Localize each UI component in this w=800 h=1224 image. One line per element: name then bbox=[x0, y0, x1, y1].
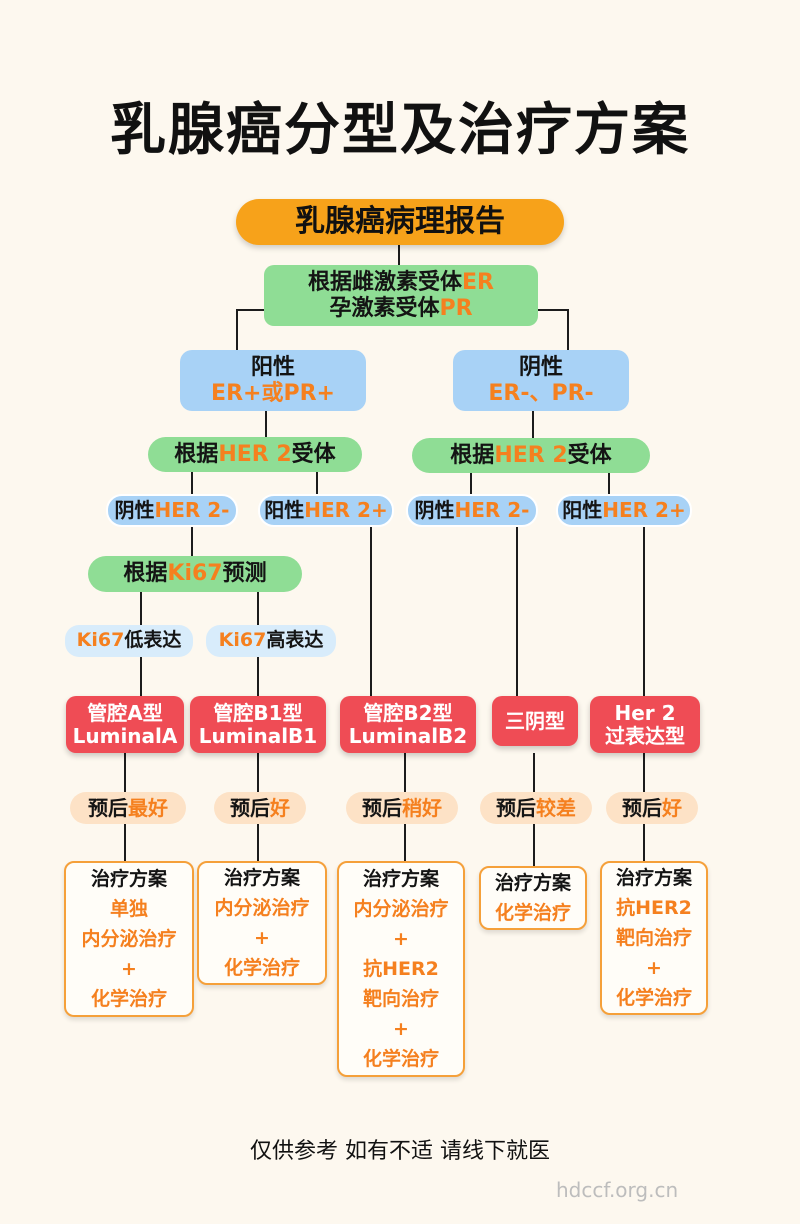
treatment-box-2: 治疗方案 内分泌治疗 + 化学治疗 bbox=[197, 861, 327, 985]
ki67-check-node: 根据Ki67预测 bbox=[88, 556, 302, 592]
treatment-line: + bbox=[393, 928, 409, 950]
her2-negative-node-2: 阴性HER 2- bbox=[406, 494, 538, 527]
her2-negative-label-2: 阴性HER 2- bbox=[414, 498, 530, 522]
type-luminal-b1-line-1: 管腔B1型 bbox=[213, 700, 303, 725]
hr-negative-detail: ER-、PR- bbox=[488, 380, 594, 406]
hr-positive-node: 阳性 ER+或PR+ bbox=[180, 350, 366, 411]
treatment-line: 单独 bbox=[109, 898, 148, 920]
treatment-header-4: 治疗方案 bbox=[494, 872, 571, 894]
ki67-low-node: Ki67低表达 bbox=[65, 625, 193, 657]
type-luminal-a-node: 管腔A型 LuminalA bbox=[66, 696, 184, 753]
disclaimer-text: 仅供参考 如有不适 请线下就医 bbox=[250, 1139, 550, 1164]
her2-negative-label-1: 阴性HER 2- bbox=[114, 498, 230, 522]
treatment-header-5: 治疗方案 bbox=[615, 867, 692, 889]
treatment-header-1: 治疗方案 bbox=[90, 868, 167, 890]
her2-check-right-node: 根据HER 2受体 bbox=[412, 438, 650, 473]
type-her2-line-1: Her 2 bbox=[614, 700, 676, 725]
receptor-criteria-node: 根据雌激素受体ER 孕激素受体PR bbox=[264, 265, 538, 326]
hr-positive-label: 阳性 bbox=[250, 355, 295, 381]
type-triple-negative-label: 三阴型 bbox=[505, 708, 565, 733]
type-luminal-a-line-2: LuminalA bbox=[72, 723, 178, 748]
type-luminal-a-line-1: 管腔A型 bbox=[87, 700, 163, 725]
criteria-line-1: 根据雌激素受体ER bbox=[308, 270, 494, 296]
treatment-line: 内分泌治疗 bbox=[214, 897, 310, 919]
pathology-report-node: 乳腺癌病理报告 bbox=[236, 199, 564, 245]
ki67-low-label: Ki67低表达 bbox=[76, 629, 182, 652]
prognosis-label-3: 预后稍好 bbox=[362, 795, 442, 820]
treatment-line: 靶向治疗 bbox=[615, 927, 692, 949]
prognosis-node-2: 预后好 bbox=[214, 792, 306, 824]
treatment-line: 化学治疗 bbox=[223, 957, 300, 979]
her2-positive-label-2: 阳性HER 2+ bbox=[562, 498, 686, 522]
hr-positive-detail: ER+或PR+ bbox=[211, 380, 335, 406]
treatment-line: 内分泌治疗 bbox=[81, 928, 177, 950]
treatment-line: 抗HER2 bbox=[616, 897, 692, 919]
ki67-check-label: 根据Ki67预测 bbox=[123, 561, 267, 587]
watermark: hdccf.org.cn bbox=[556, 1178, 679, 1202]
type-luminal-b2-node: 管腔B2型 LuminalB2 bbox=[340, 696, 476, 753]
type-triple-negative-node: 三阴型 bbox=[492, 696, 578, 746]
treatment-header-3: 治疗方案 bbox=[362, 868, 439, 890]
her2-positive-node-2: 阳性HER 2+ bbox=[556, 494, 692, 527]
treatment-line: + bbox=[254, 927, 270, 949]
treatment-line: + bbox=[121, 958, 137, 980]
hr-negative-label: 阴性 bbox=[518, 355, 563, 381]
treatment-header-2: 治疗方案 bbox=[223, 867, 300, 889]
her2-positive-node-1: 阳性HER 2+ bbox=[258, 494, 394, 527]
treatment-line: 化学治疗 bbox=[362, 1048, 439, 1070]
type-her2-node: Her 2 过表达型 bbox=[590, 696, 700, 753]
treatment-box-5: 治疗方案 抗HER2 靶向治疗 + 化学治疗 bbox=[600, 861, 708, 1015]
prognosis-node-3: 预后稍好 bbox=[346, 792, 458, 824]
type-luminal-b2-line-2: LuminalB2 bbox=[348, 723, 468, 748]
prognosis-node-4: 预后较差 bbox=[480, 792, 592, 824]
ki67-high-label: Ki67高表达 bbox=[218, 629, 324, 652]
pathology-report-label: 乳腺癌病理报告 bbox=[295, 203, 505, 239]
page-title: 乳腺癌分型及治疗方案 bbox=[110, 98, 690, 163]
prognosis-label-2: 预后好 bbox=[230, 795, 290, 820]
treatment-line: 化学治疗 bbox=[90, 988, 167, 1010]
ki67-high-node: Ki67高表达 bbox=[206, 625, 336, 657]
prognosis-label-5: 预后好 bbox=[622, 795, 682, 820]
type-luminal-b1-node: 管腔B1型 LuminalB1 bbox=[190, 696, 326, 753]
her2-negative-node-1: 阴性HER 2- bbox=[106, 494, 238, 527]
treatment-line: 靶向治疗 bbox=[362, 988, 439, 1010]
treatment-line: 抗HER2 bbox=[363, 958, 439, 980]
her2-positive-label-1: 阳性HER 2+ bbox=[264, 498, 388, 522]
hr-negative-node: 阴性 ER-、PR- bbox=[453, 350, 629, 411]
treatment-line: + bbox=[393, 1018, 409, 1040]
prognosis-node-1: 预后最好 bbox=[70, 792, 186, 824]
prognosis-label-4: 预后较差 bbox=[496, 795, 576, 820]
treatment-line: 内分泌治疗 bbox=[353, 898, 449, 920]
treatment-box-1: 治疗方案 单独 内分泌治疗 + 化学治疗 bbox=[64, 861, 194, 1017]
type-luminal-b1-line-2: LuminalB1 bbox=[198, 723, 318, 748]
prognosis-node-5: 预后好 bbox=[606, 792, 698, 824]
prognosis-label-1: 预后最好 bbox=[88, 795, 168, 820]
her2-check-left-node: 根据HER 2受体 bbox=[148, 437, 362, 472]
treatment-line: 化学治疗 bbox=[494, 902, 571, 924]
treatment-box-4: 治疗方案 化学治疗 bbox=[479, 866, 587, 930]
treatment-line: 化学治疗 bbox=[615, 987, 692, 1009]
her2-check-left-label: 根据HER 2受体 bbox=[174, 441, 336, 467]
criteria-line-2: 孕激素受体PR bbox=[329, 295, 473, 321]
treatment-box-3: 治疗方案 内分泌治疗 + 抗HER2 靶向治疗 + 化学治疗 bbox=[337, 861, 465, 1077]
treatment-line: + bbox=[646, 957, 662, 979]
her2-check-right-label: 根据HER 2受体 bbox=[450, 442, 612, 468]
type-luminal-b2-line-1: 管腔B2型 bbox=[363, 700, 453, 725]
type-her2-line-2: 过表达型 bbox=[605, 723, 685, 748]
